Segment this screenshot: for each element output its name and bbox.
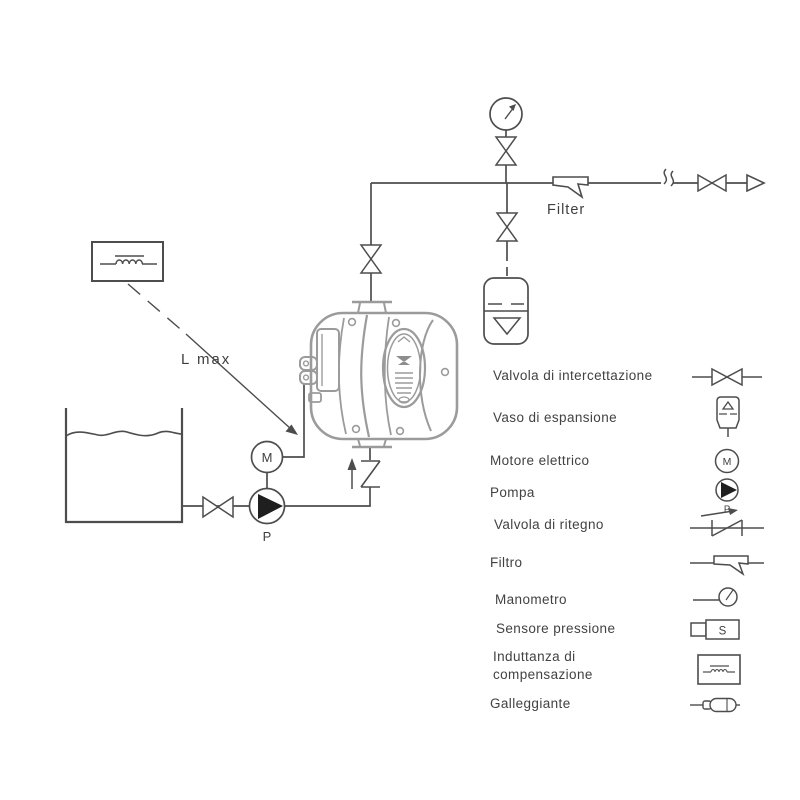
legend-item-float: Galleggiante (490, 696, 571, 711)
pipe-break-icon (661, 168, 675, 191)
motor-letter: M (262, 450, 273, 465)
motor-symbol (250, 440, 284, 474)
shutoff-valve-device (359, 244, 383, 274)
pump-symbol (248, 487, 286, 525)
expansion-vessel-symbol (483, 277, 529, 345)
legend-pump-letter: P (724, 504, 730, 515)
legend-item-check-valve: Valvola di ritegno (494, 517, 604, 532)
electric-motor-icon (714, 448, 740, 474)
check-valve-symbol (360, 460, 381, 488)
legend-item-pressure-gauge: Manometro (495, 592, 567, 607)
filter-label: Filter (547, 202, 585, 218)
shutoff-valve-tank (202, 495, 234, 519)
pressure-sensor-icon (690, 619, 740, 640)
legend-item-electric-motor: Motore elettrico (490, 453, 590, 468)
pump-controller-device (299, 300, 459, 449)
pump-letter: P (263, 529, 272, 544)
pump-icon (715, 478, 739, 502)
l-max-label: L max (181, 351, 231, 368)
legend-motor-letter: M (723, 456, 732, 468)
l-max-leader-line (127, 283, 298, 435)
shutoff-valve-outlet (697, 173, 727, 193)
water-tank (64, 408, 184, 524)
legend-item-filter: Filtro (490, 555, 523, 570)
legend-item-pressure-sensor: Sensore pressione (496, 621, 616, 636)
check-valve-icon (690, 508, 764, 537)
outlet-arrow-icon (746, 173, 766, 193)
gauge-shutoff-valve (494, 136, 518, 166)
filter-symbol (552, 176, 589, 200)
expansion-vessel-icon (716, 396, 740, 437)
legend-item-shutoff-valve: Valvola di intercettazione (493, 368, 653, 383)
compensation-inductance-box (91, 241, 164, 282)
legend-item-pump: Pompa (490, 485, 535, 500)
legend-sensor-letter: S (719, 626, 727, 638)
legend-item-compensation-inductance: Induttanza di compensazione (493, 649, 593, 682)
float-icon (690, 697, 740, 713)
compensation-inductance-icon (697, 654, 741, 685)
legend-symbols: M P S (690, 367, 764, 713)
flow-direction-arrow (347, 458, 357, 489)
filter-icon (690, 555, 764, 576)
vessel-shutoff-valve (495, 212, 519, 242)
shutoff-valve-icon (692, 367, 762, 387)
pressure-gauge-symbol (489, 97, 523, 131)
legend-item-expansion-vessel: Vaso di espansione (493, 410, 618, 425)
pressure-gauge-icon (693, 587, 738, 607)
